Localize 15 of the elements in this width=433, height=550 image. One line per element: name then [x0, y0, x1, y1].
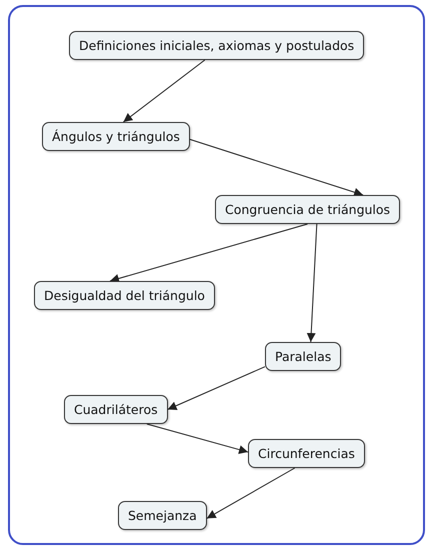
concept-box: Circunferencias [248, 439, 365, 468]
arrow [189, 138, 364, 197]
arrow [167, 366, 266, 410]
arrow [306, 224, 318, 342]
concept-box: Paralelas [265, 342, 342, 371]
arrow [110, 224, 308, 283]
concept-box: Cuadriláteros [64, 395, 168, 424]
concept-box: Congruencia de triángulos [215, 195, 400, 224]
concept-box: Semejanza [118, 501, 207, 530]
arrow [122, 60, 206, 122]
concept-box: Ángulos y triángulos [42, 122, 190, 151]
arrow [206, 468, 296, 519]
concept-box: Desigualdad del triángulo [34, 281, 215, 310]
concept-box: Definiciones iniciales, axiomas y postulados [69, 31, 364, 60]
arrow [146, 424, 248, 454]
